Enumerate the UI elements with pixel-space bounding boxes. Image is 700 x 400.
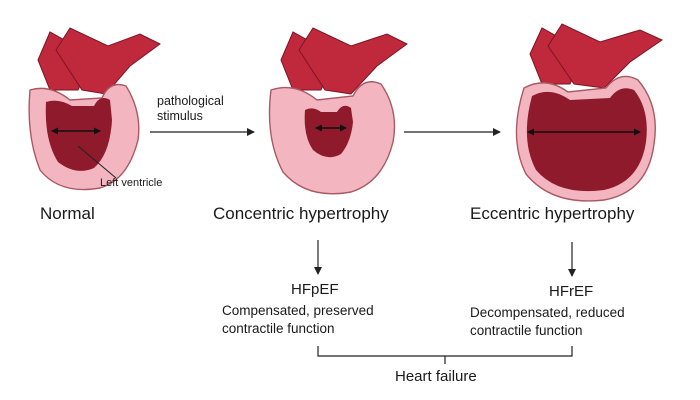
left-ventricle-label: Left ventricle	[100, 177, 163, 189]
normal-heart	[28, 27, 161, 191]
hfpef-code: HFpEF	[291, 281, 339, 298]
transition-label-line1: pathological	[157, 94, 224, 108]
eccentric-heart	[515, 23, 664, 202]
normal-label: Normal	[40, 204, 95, 223]
ventricle-cavity	[526, 88, 647, 192]
hfpef-desc-line1: Compensated, preserved	[222, 303, 374, 318]
transition-label-line2: stimulus	[157, 109, 203, 123]
hfpef-desc-line2: contractile function	[222, 321, 335, 336]
vessel-right	[298, 27, 408, 95]
hfref-desc-line2: contractile function	[470, 323, 583, 338]
hfref-code: HFrEF	[549, 283, 594, 300]
concentric-heart	[268, 27, 408, 195]
heart-failure-label: Heart failure	[395, 368, 477, 385]
eccentric-label: Eccentric hypertrophy	[470, 204, 635, 223]
hfref-desc-line1: Decompensated, reduced	[470, 305, 625, 320]
left-ventricle-pointer	[77, 145, 117, 179]
vessel-right	[547, 23, 664, 89]
concentric-label: Concentric hypertrophy	[213, 204, 389, 223]
heart-failure-bracket	[317, 346, 573, 364]
vessel-right	[55, 27, 161, 95]
